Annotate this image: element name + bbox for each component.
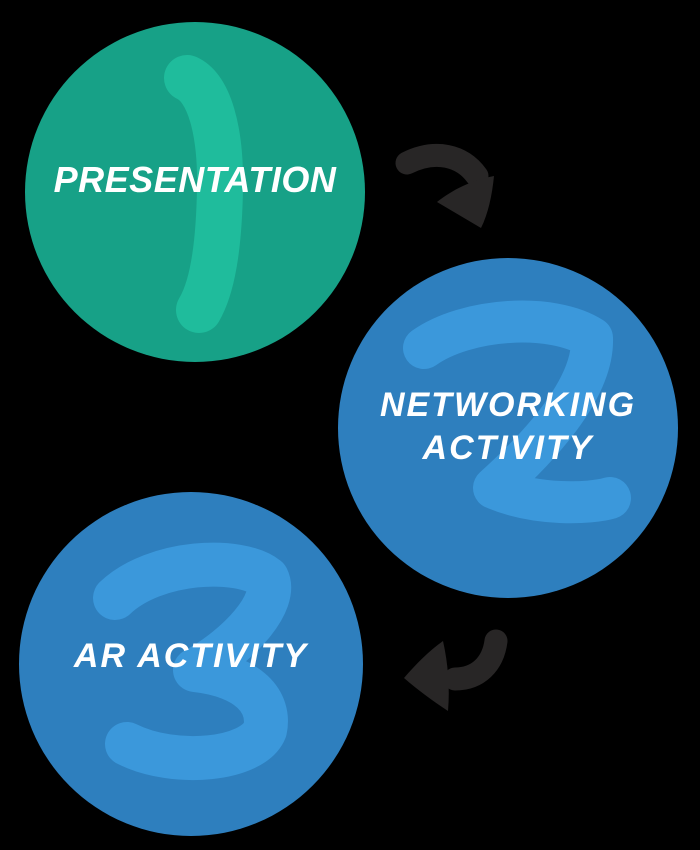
number-1-brush-stroke [164, 55, 244, 333]
step-2-circle: NETWORKING ACTIVITY [338, 258, 678, 598]
step-1-number-glyph [164, 55, 244, 333]
arrow-step1-to-step2-icon [395, 143, 494, 228]
arrow-step2-to-step3-icon [404, 629, 508, 711]
arrow-1-tail [395, 143, 489, 188]
step-2-label: NETWORKING ACTIVITY [338, 384, 678, 470]
number-3-brush-stroke [93, 542, 291, 781]
step-3-label: AR ACTIVITY [73, 637, 309, 675]
arrow-2-tail [443, 629, 508, 691]
step-2-label-line-2: ACTIVITY [422, 429, 594, 467]
step-3-number-glyph [93, 542, 291, 781]
arrow-1-head [437, 176, 494, 228]
step-1-label: PRESENTATION [53, 159, 337, 200]
number-2-brush-stroke [403, 300, 631, 524]
step-2-label-line-1: NETWORKING [379, 386, 637, 424]
step-3-circle: AR ACTIVITY [19, 492, 363, 836]
arrow-2-head [404, 641, 449, 711]
step-1-circle: PRESENTATION [25, 22, 365, 362]
step-2-number-glyph [403, 300, 631, 524]
